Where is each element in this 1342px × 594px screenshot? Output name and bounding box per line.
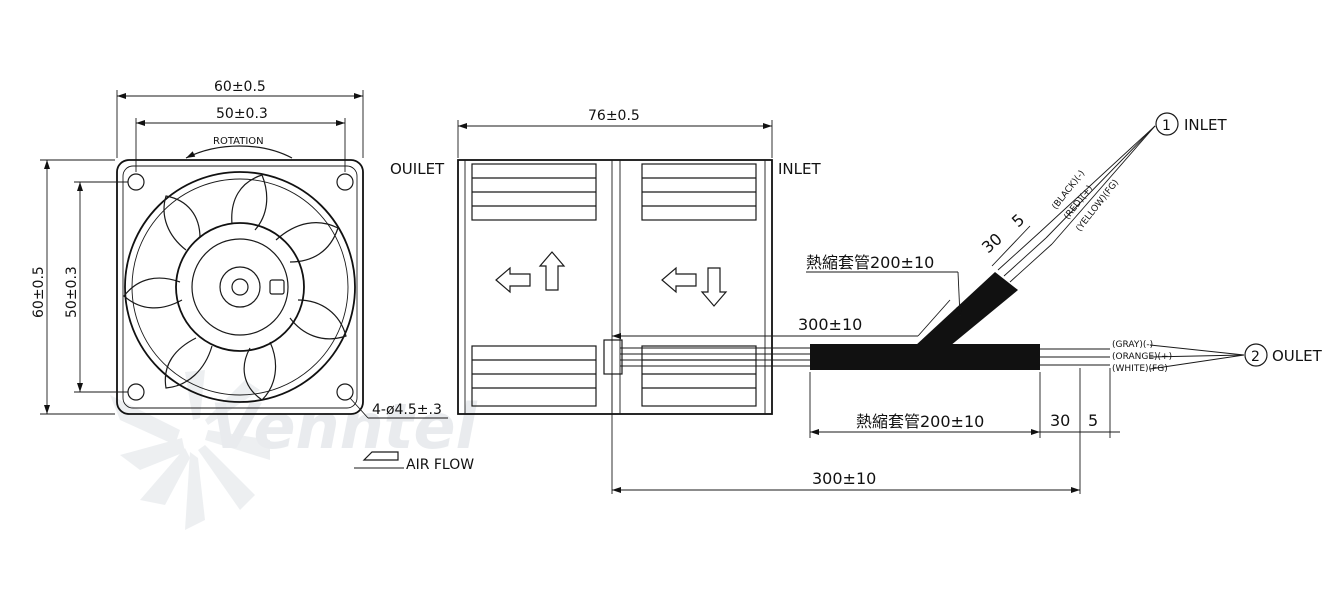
rotation-label: ROTATION	[213, 136, 264, 147]
outlet-strip-a: 30	[1050, 411, 1070, 430]
outlet-side-label: OUILET	[390, 160, 445, 178]
rotation-arrow-down-icon	[700, 267, 728, 307]
watermark-text: Venntel	[210, 390, 477, 463]
mount-hole	[336, 173, 354, 191]
holes-label: 4-ø4.5±.3	[372, 402, 442, 418]
front-view: ROTATION 60±0.5 50±0.3 60±0.5 50±0.3 4-ø…	[31, 79, 474, 473]
inlet-side-label: INLET	[778, 160, 821, 178]
outlet-sleeve-label: 熱縮套管200±10	[856, 412, 984, 431]
dim-hole-height: 50±0.3	[64, 266, 80, 318]
fan-frame-inner	[122, 165, 358, 409]
outlet-wire-white: (WHITE)(FG)	[1112, 364, 1168, 374]
outlet-strip-b: 5	[1088, 411, 1098, 430]
rotation-arrow-up-icon	[538, 251, 566, 291]
mount-hole	[127, 173, 145, 191]
dim-hole-width: 50±0.3	[216, 106, 268, 122]
heat-shrink-sleeve-branch	[915, 272, 1018, 346]
fan-side-body	[457, 159, 773, 415]
flow-arrow-left-icon	[495, 266, 531, 294]
fan-blades	[123, 174, 347, 401]
outlet-label: OULET	[1272, 347, 1323, 365]
outlet-number: 2	[1251, 349, 1260, 365]
heat-shrink-sleeve	[810, 344, 1040, 370]
outlet-wire-gray: (GRAY)(-)	[1112, 340, 1153, 350]
side-view: OUILET INLET 76±0.5	[390, 108, 821, 415]
air-flow-label: AIR FLOW	[406, 457, 474, 473]
dim-outer-width: 60±0.5	[214, 79, 266, 95]
inlet-label: INLET	[1184, 116, 1227, 134]
inlet-sleeve-label: 熱縮套管200±10	[806, 253, 934, 272]
inlet-strip-a: 30	[978, 229, 1006, 257]
outlet-number-badge	[1244, 343, 1268, 367]
fan-frame	[116, 159, 364, 415]
flow-arrow-left-icon	[661, 266, 697, 294]
inlet-length: 300±10	[798, 315, 862, 334]
dim-outer-height: 60±0.5	[31, 266, 47, 318]
watermark-logo: Venntel	[110, 370, 477, 530]
inlet-number: 1	[1162, 118, 1171, 134]
outlet-wire-orange: (ORANGE)(+)	[1112, 352, 1172, 362]
fan-venturi	[124, 171, 356, 403]
fan-hub	[175, 222, 305, 352]
dim-depth: 76±0.5	[588, 108, 640, 124]
inlet-number-badge	[1155, 112, 1179, 136]
cables: 1 INLET (BLACK)(-) (RED)(+) (YELLOW)(FG)…	[603, 112, 1323, 494]
air-flow-arrow-icon	[362, 451, 399, 461]
rotation-arrow-icon	[185, 145, 293, 159]
mount-hole	[127, 383, 145, 401]
mount-hole	[336, 383, 354, 401]
outlet-length: 300±10	[812, 469, 876, 488]
inlet-strip-b: 5	[1008, 210, 1028, 231]
